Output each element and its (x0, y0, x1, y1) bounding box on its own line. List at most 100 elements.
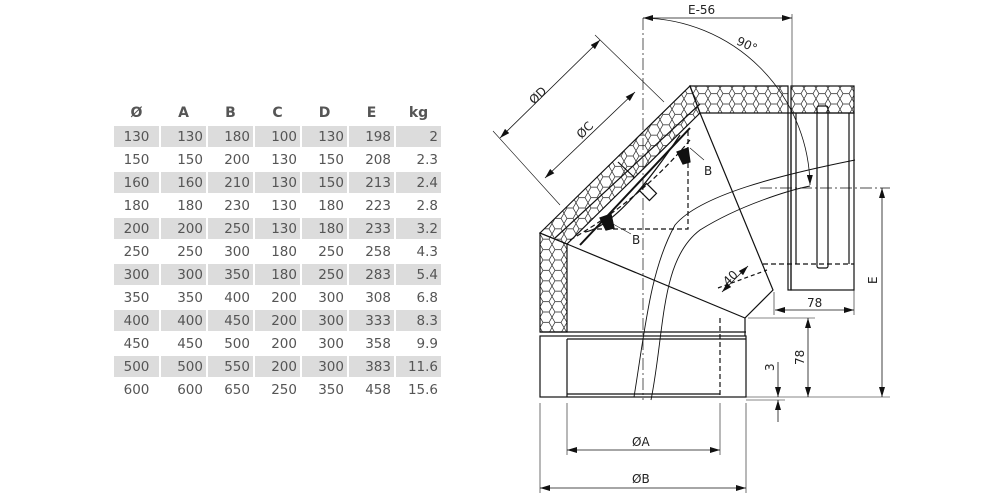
table-cell: 180 (302, 217, 347, 240)
table-cell: 2.8 (416, 197, 438, 214)
table-cell: 180 (208, 125, 253, 148)
table-cell: 130 (271, 197, 297, 214)
header-d: D (318, 104, 331, 121)
table-cell: 130 (255, 171, 300, 194)
table-cell: 233 (349, 217, 394, 240)
table-cell: 4.3 (416, 243, 438, 260)
dim-78-vertical-label: 78 (793, 350, 807, 365)
table-row: 250 250 300 180 250 258 4.3 (114, 240, 441, 263)
table-cell: 350 (318, 381, 344, 398)
table-cell: 3.2 (396, 217, 441, 240)
angle-arc (642, 17, 813, 186)
dim-a-label: ØA (632, 435, 650, 449)
table-cell: 300 (302, 309, 347, 332)
table-cell: 230 (224, 197, 250, 214)
header-c: C (272, 104, 283, 121)
table-cell: 250 (318, 243, 344, 260)
table-cell: 5.4 (396, 263, 441, 286)
bottom-spigot (539, 335, 747, 398)
table-cell: 250 (123, 243, 150, 260)
table-cell: 300 (302, 355, 347, 378)
table-cell: 550 (208, 355, 253, 378)
label-b-lower: B (632, 233, 640, 247)
insulation-left (539, 232, 568, 333)
right-spigot (790, 112, 855, 291)
table-cell: 210 (208, 171, 253, 194)
table-cell: 130 (114, 125, 159, 148)
table-cell: 223 (365, 197, 391, 214)
table-cell: 333 (349, 309, 394, 332)
table-cell: 130 (255, 217, 300, 240)
gasket (816, 105, 829, 269)
table-cell: 160 (114, 171, 159, 194)
table-cell: 200 (224, 151, 250, 168)
table-cell: 600 (177, 381, 203, 398)
table-cell: 180 (271, 243, 297, 260)
table-cell: 150 (177, 151, 203, 168)
dim-c-label: ØC (574, 119, 597, 142)
table-cell: 400 (114, 309, 159, 332)
table-cell: 200 (114, 217, 159, 240)
table-cell: 250 (177, 243, 203, 260)
table-cell: 600 (123, 381, 150, 398)
table-cell: 2.4 (396, 171, 441, 194)
table-cell: 250 (302, 263, 347, 286)
elbow-inner-right-wall (699, 112, 774, 336)
table-cell: 500 (114, 355, 159, 378)
table-cell: 150 (123, 151, 150, 168)
table-cell: 358 (365, 335, 391, 352)
table-cell: 8.3 (396, 309, 441, 332)
table-cell: 180 (255, 263, 300, 286)
clamp-marker (676, 147, 691, 165)
dim-e56-label: E-56 (688, 3, 715, 17)
table-cell: 130 (302, 125, 347, 148)
table-cell: 350 (208, 263, 253, 286)
table-header-row: Ø A B C D E kg (114, 100, 441, 125)
dim-d-label: ØD (526, 84, 549, 107)
table-cell: 2.3 (416, 151, 438, 168)
table-cell: 258 (365, 243, 391, 260)
insulation-diagonal (538, 84, 701, 245)
table-cell: 500 (161, 355, 206, 378)
table-cell: 300 (318, 289, 344, 306)
table-cell: 350 (123, 289, 150, 306)
table-cell: 213 (349, 171, 394, 194)
table-cell: 198 (349, 125, 394, 148)
dim-3-label: 3 (763, 363, 777, 371)
table-cell: 130 (161, 125, 206, 148)
table-cell: 308 (365, 289, 391, 306)
table-cell: 383 (349, 355, 394, 378)
table-cell: 300 (318, 335, 344, 352)
table-cell: 11.6 (396, 355, 441, 378)
table-cell: 180 (123, 197, 150, 214)
table-cell: 350 (177, 289, 203, 306)
table-cell: 2 (396, 125, 441, 148)
table-cell: 150 (318, 151, 344, 168)
table-cell: 208 (365, 151, 391, 168)
table-cell: 6.8 (416, 289, 438, 306)
dim-e-label: E (866, 276, 880, 284)
table-cell: 300 (224, 243, 250, 260)
header-e: E (366, 104, 377, 121)
table-cell: 150 (302, 171, 347, 194)
header-kg: kg (408, 104, 429, 121)
table-cell: 200 (255, 309, 300, 332)
dim-b-label: ØB (632, 472, 650, 486)
table-cell: 458 (365, 381, 391, 398)
table-cell: 650 (224, 381, 250, 398)
clamp-marker (599, 213, 615, 231)
dim-78-horizontal-label: 78 (807, 296, 822, 310)
table-cell: 160 (161, 171, 206, 194)
table-cell: 500 (224, 335, 250, 352)
